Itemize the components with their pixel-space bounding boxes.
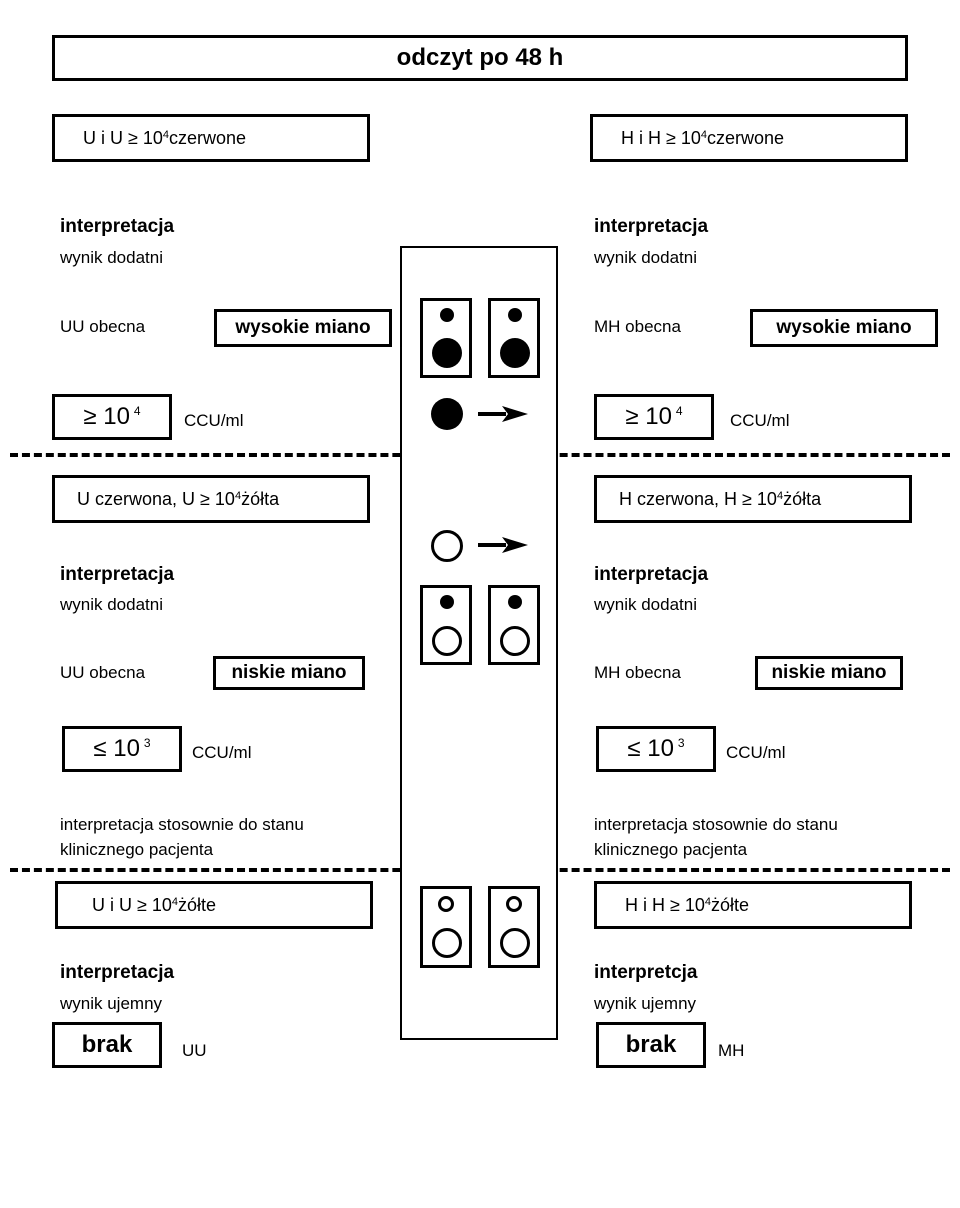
open-circle-icon bbox=[432, 928, 462, 958]
condition-text: U czerwona, U ≥ 10 bbox=[77, 488, 235, 509]
open-circle-icon bbox=[432, 626, 462, 656]
value-base: ≤ 10 bbox=[93, 735, 140, 762]
value-base: ≥ 10 bbox=[625, 403, 672, 430]
arrow-right-icon bbox=[478, 406, 528, 422]
value-base: ≤ 10 bbox=[627, 735, 674, 762]
filled-circle-icon bbox=[500, 338, 530, 368]
interpretation-heading: interpretacja bbox=[594, 564, 709, 585]
clinical-note-line2: klinicznego pacjenta bbox=[60, 840, 214, 859]
filled-circle-icon bbox=[432, 338, 462, 368]
condition-color: żółta bbox=[783, 488, 822, 509]
presence-text: MH obecna bbox=[594, 663, 681, 682]
filled-circle-icon bbox=[431, 398, 463, 430]
unit-label: CCU/ml bbox=[192, 743, 252, 762]
page-title: odczyt po 48 h bbox=[52, 35, 908, 81]
value-exponent: 4 bbox=[675, 404, 683, 418]
well-uu-negative bbox=[420, 886, 472, 968]
open-circle-icon bbox=[438, 896, 454, 912]
filled-circle-icon bbox=[440, 595, 454, 609]
well-mh-high bbox=[488, 298, 540, 378]
interpretation-heading: interpretacja bbox=[60, 216, 175, 237]
condition-color: żółte bbox=[711, 894, 750, 915]
value-base: ≥ 10 bbox=[83, 403, 130, 430]
filled-circle-icon bbox=[508, 308, 522, 322]
condition-exponent: 4 bbox=[234, 490, 242, 502]
condition-exponent: 4 bbox=[776, 490, 784, 502]
unit-label: CCU/ml bbox=[730, 411, 790, 430]
condition-color: żółta bbox=[241, 488, 280, 509]
titer-badge-high: wysokie miano bbox=[750, 309, 938, 347]
titer-badge-low: niskie miano bbox=[213, 656, 365, 690]
filled-circle-icon bbox=[440, 308, 454, 322]
result-text: wynik dodatni bbox=[60, 595, 164, 614]
well-mh-low bbox=[488, 585, 540, 665]
well-uu-high bbox=[420, 298, 472, 378]
interpretation-heading: interpretacja bbox=[60, 962, 175, 983]
open-circle-icon bbox=[500, 626, 530, 656]
unit-label: CCU/ml bbox=[184, 411, 244, 430]
clinical-note-line2: klinicznego pacjenta bbox=[594, 840, 748, 859]
condition-color: żółte bbox=[178, 894, 217, 915]
presence-text: UU obecna bbox=[60, 663, 146, 682]
clinical-note-line1: interpretacja stosownie do stanu bbox=[594, 815, 838, 834]
condition-exponent: 4 bbox=[700, 129, 708, 141]
result-text: wynik dodatni bbox=[60, 248, 164, 267]
condition-exponent: 4 bbox=[171, 896, 179, 908]
result-text: wynik ujemny bbox=[594, 994, 697, 1013]
well-uu-low bbox=[420, 585, 472, 665]
result-text: wynik ujemny bbox=[60, 994, 163, 1013]
presence-text: UU obecna bbox=[60, 317, 146, 336]
organism-label: MH bbox=[718, 1041, 745, 1060]
condition-text: H i H ≥ 10 bbox=[625, 894, 705, 915]
organism-label: UU bbox=[182, 1041, 207, 1060]
condition-text: U i U ≥ 10 bbox=[92, 894, 172, 915]
titer-badge-high: wysokie miano bbox=[214, 309, 392, 347]
titer-badge-low: niskie miano bbox=[755, 656, 903, 690]
interpretation-heading: interpretcja bbox=[594, 962, 698, 983]
open-circle-icon bbox=[500, 928, 530, 958]
arrow-right-icon bbox=[478, 537, 528, 553]
absence-badge: brak bbox=[52, 1022, 162, 1068]
unit-label: CCU/ml bbox=[726, 743, 786, 762]
clinical-note-line1: interpretacja stosownie do stanu bbox=[60, 815, 304, 834]
interpretation-heading: interpretacja bbox=[594, 216, 709, 237]
value-exponent: 3 bbox=[677, 736, 685, 750]
condition-text: U i U ≥ 10 bbox=[83, 127, 163, 148]
absence-badge: brak bbox=[596, 1022, 706, 1068]
well-mh-negative bbox=[488, 886, 540, 968]
open-circle-icon bbox=[431, 530, 463, 562]
filled-circle-icon bbox=[508, 595, 522, 609]
value-exponent: 4 bbox=[133, 404, 141, 418]
value-exponent: 3 bbox=[143, 736, 151, 750]
open-circle-icon bbox=[506, 896, 522, 912]
condition-text: H i H ≥ 10 bbox=[621, 127, 701, 148]
presence-text: MH obecna bbox=[594, 317, 681, 336]
condition-exponent: 4 bbox=[704, 896, 712, 908]
result-text: wynik dodatni bbox=[594, 248, 698, 267]
condition-color: czerwone bbox=[169, 127, 247, 148]
interpretation-heading: interpretacja bbox=[60, 564, 175, 585]
condition-exponent: 4 bbox=[162, 129, 170, 141]
result-text: wynik dodatni bbox=[594, 595, 698, 614]
condition-color: czerwone bbox=[707, 127, 785, 148]
condition-text: H czerwona, H ≥ 10 bbox=[619, 488, 777, 509]
